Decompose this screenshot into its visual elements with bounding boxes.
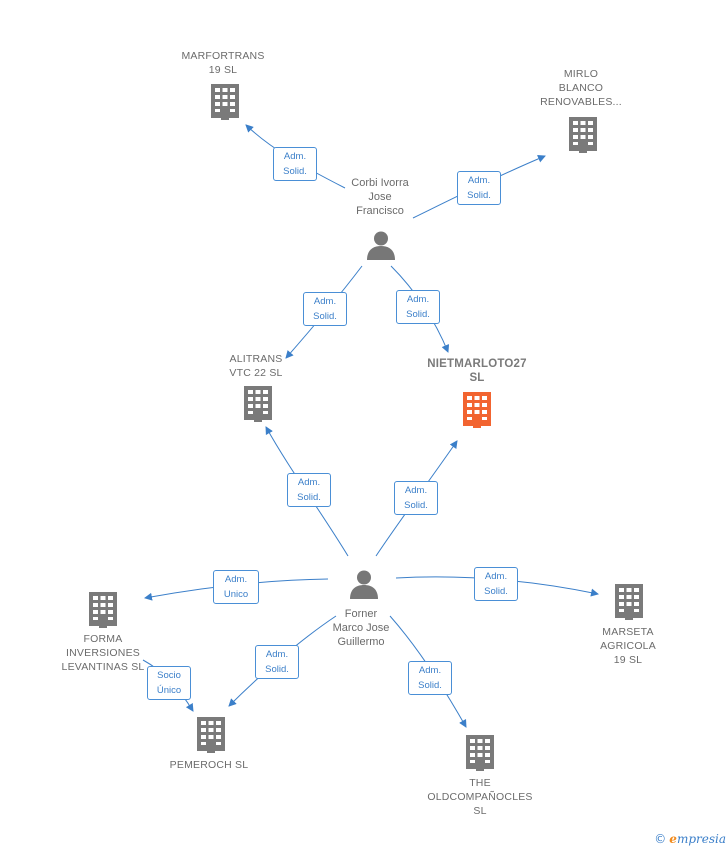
building-icon[interactable]: [244, 386, 272, 422]
company-label-alitrans[interactable]: ALITRANS VTC 22 SL: [229, 353, 283, 379]
edge-label-forner-nietmarloto27[interactable]: Adm.Solid.: [394, 481, 438, 515]
edge-label-forner-marseta[interactable]: Adm.Solid.: [474, 567, 518, 601]
company-label-marseta[interactable]: MARSETA AGRICOLA 19 SL: [600, 626, 656, 666]
company-label-nietmarloto27[interactable]: NIETMARLOTO27 SL: [427, 358, 527, 384]
company-label-pemeroch[interactable]: PEMEROCH SL: [169, 759, 249, 771]
building-icon[interactable]: [463, 392, 491, 428]
building-icon[interactable]: [615, 584, 643, 620]
company-label-oldcompanocles[interactable]: THE OLDCOMPAÑOCLES SL: [427, 777, 533, 817]
edge-label-corbi-mirlo[interactable]: Adm.Solid.: [457, 171, 501, 205]
copyright-icon: ©: [654, 832, 667, 846]
building-icon[interactable]: [466, 735, 494, 771]
person-icon[interactable]: [350, 570, 378, 600]
company-label-marfortrans[interactable]: MARFORTRANS 19 SL: [181, 50, 265, 76]
company-label-mirlo[interactable]: MIRLO BLANCO RENOVABLES...: [540, 68, 622, 108]
person-label-corbi[interactable]: Corbi Ivorra Jose Francisco: [351, 177, 409, 217]
edge-label-forner-oldcompanocles[interactable]: Adm.Solid.: [408, 661, 452, 695]
building-icon[interactable]: [89, 592, 117, 628]
building-icon[interactable]: [569, 117, 597, 153]
edge-label-forner-alitrans[interactable]: Adm.Solid.: [287, 473, 331, 507]
empresia-credit[interactable]: ©empresia: [654, 832, 726, 846]
brand-initial: e: [669, 832, 677, 846]
person-label-forner[interactable]: Forner Marco Jose Guillermo: [332, 608, 390, 648]
company-label-forma[interactable]: FORMA INVERSIONES LEVANTINAS SL: [61, 633, 145, 673]
edge-label-corbi-alitrans[interactable]: Adm.Solid.: [303, 292, 347, 326]
edge-label-forner-forma[interactable]: Adm.Unico: [213, 570, 259, 604]
brand-name: mpresia: [676, 832, 726, 846]
building-icon[interactable]: [197, 717, 225, 753]
building-icon[interactable]: [211, 84, 239, 120]
edge-label-corbi-nietmarloto27[interactable]: Adm.Solid.: [396, 290, 440, 324]
edge-label-corbi-marfortrans[interactable]: Adm.Solid.: [273, 147, 317, 181]
edge-label-forner-pemeroch[interactable]: Adm.Solid.: [255, 645, 299, 679]
person-icon[interactable]: [367, 231, 395, 261]
